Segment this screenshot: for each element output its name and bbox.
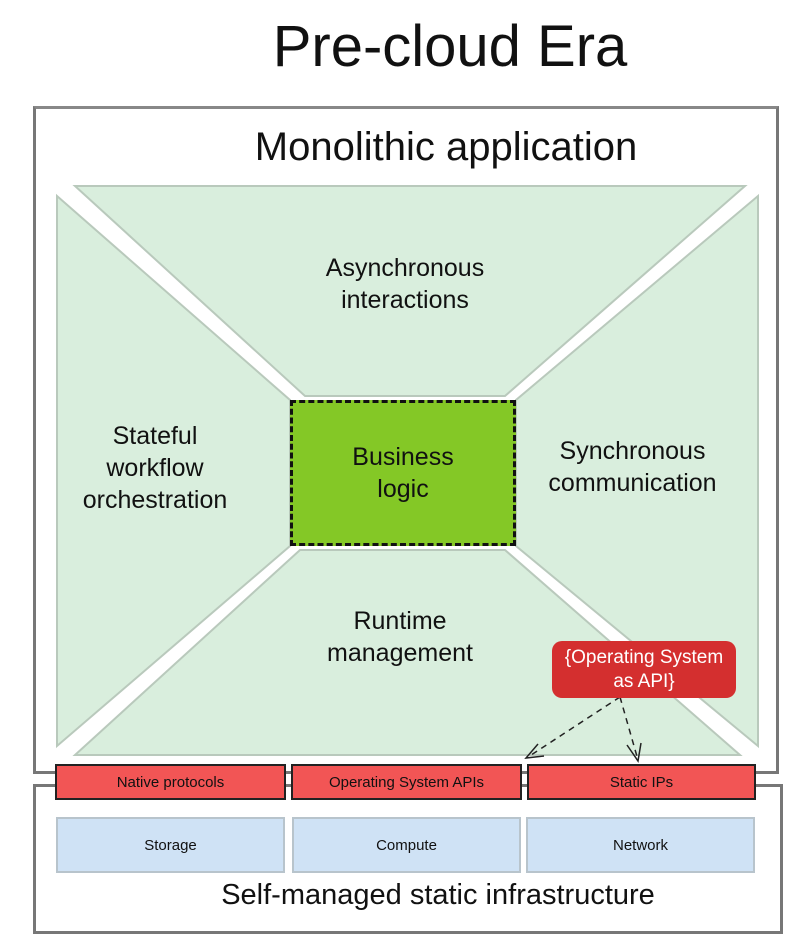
label-line: management	[327, 639, 473, 667]
diagram-title: Pre-cloud Era	[272, 14, 628, 79]
callout-arrow-left	[527, 696, 621, 758]
callout-arrow-left-head	[524, 743, 545, 759]
quadrant-top	[72, 185, 748, 397]
monolithic-application-title: Monolithic application	[254, 125, 638, 169]
label-line: Business	[352, 443, 454, 471]
quadrant-bottom	[72, 549, 743, 756]
quadrant-label-runtime: Runtime management	[300, 605, 500, 669]
label-line: Runtime	[353, 607, 447, 635]
label-line: logic	[377, 475, 429, 503]
label-line: Synchronous	[559, 437, 706, 465]
quadrant-left	[56, 193, 291, 749]
infra-box-network: Network	[526, 817, 755, 873]
callout-arrow-right-head	[626, 742, 642, 763]
bar-os-apis: Operating System APIs	[291, 764, 522, 800]
business-logic-core: Business logic	[290, 400, 516, 546]
quadrant-right	[515, 193, 759, 749]
quadrant-label-synchronous: Synchronous communication	[525, 435, 740, 499]
label-line: communication	[548, 469, 717, 497]
label-line: Stateful	[112, 422, 198, 450]
infra-box-compute: Compute	[292, 817, 521, 873]
bar-static-ips: Static IPs	[527, 764, 756, 800]
quadrant-label-asynchronous: Asynchronous interactions	[280, 252, 530, 316]
os-as-api-callout: {Operating System as API}	[552, 641, 736, 698]
label-line: interactions	[341, 286, 469, 314]
infrastructure-title: Self-managed static infrastructure	[221, 879, 655, 911]
label-line: workflow	[106, 454, 204, 482]
label-line: orchestration	[82, 486, 228, 514]
infra-box-storage: Storage	[56, 817, 285, 873]
quadrant-label-stateful: Stateful workflow orchestration	[55, 420, 255, 516]
label-line: {Operating System	[564, 646, 724, 668]
label-line: as API}	[613, 670, 675, 692]
bar-native-protocols: Native protocols	[55, 764, 286, 800]
label-line: Asynchronous	[325, 254, 485, 282]
